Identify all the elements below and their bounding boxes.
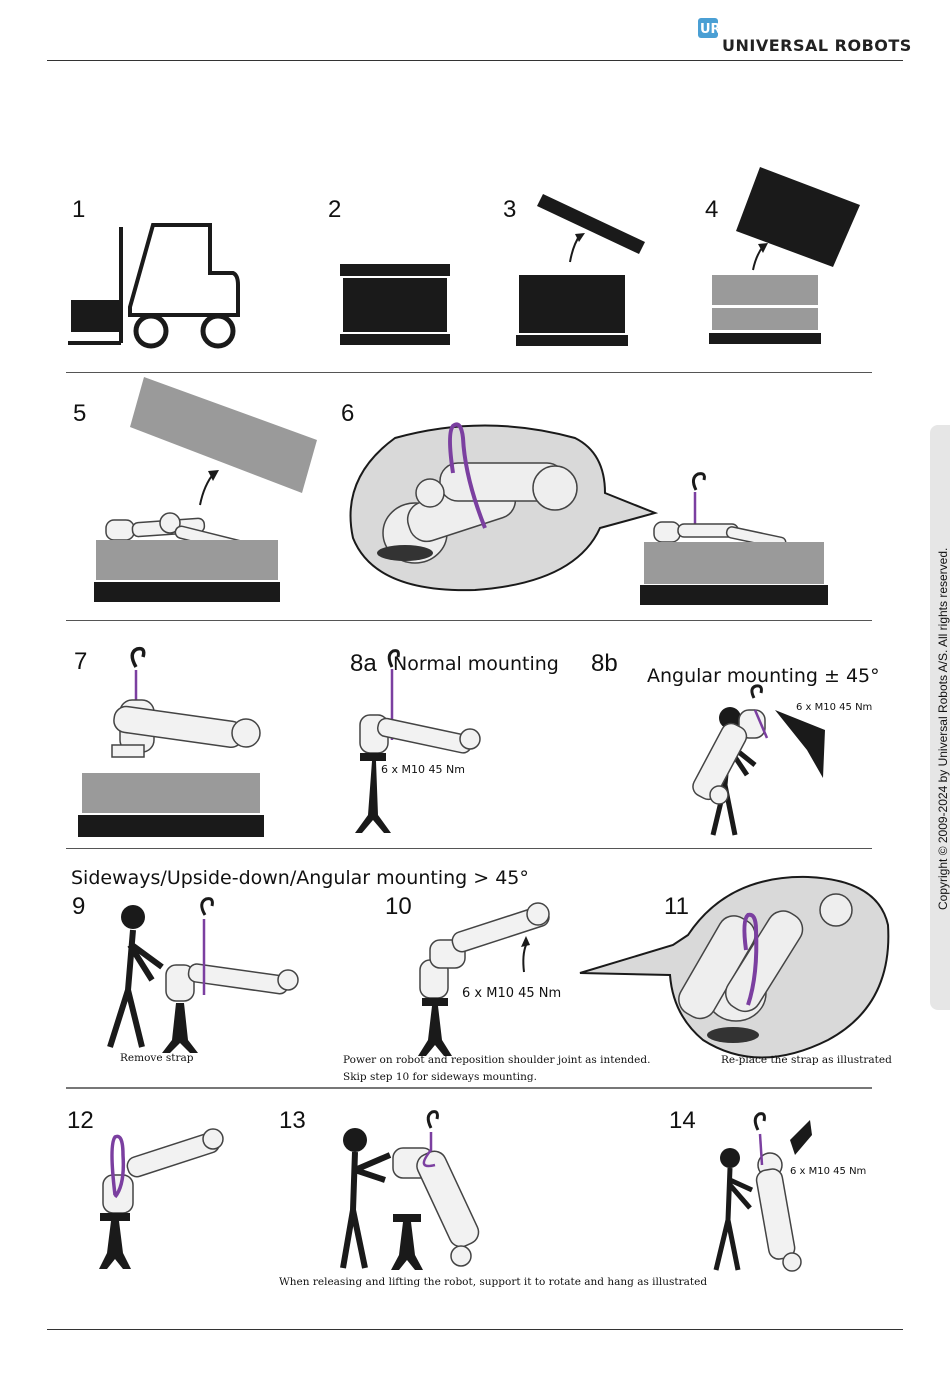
release-lift-robot-illustration xyxy=(340,1110,480,1270)
closed-box-illustration xyxy=(340,264,450,345)
row-separator xyxy=(66,1087,872,1089)
strap-callout-illustration xyxy=(349,422,659,592)
caption-remove-strap: Remove strap xyxy=(120,1052,194,1064)
remove-strap-illustration xyxy=(107,897,299,1053)
replace-strap-callout-illustration xyxy=(579,875,890,1059)
step-number-1: 1 xyxy=(72,196,86,223)
step-number-13: 13 xyxy=(279,1107,306,1134)
step-number-14: 14 xyxy=(669,1107,696,1134)
normal-mounting-heading: Normal mounting xyxy=(393,653,559,675)
angular-mounting-heading: Angular mounting ± 45° xyxy=(647,665,880,687)
torque-label-8a: 6 x M10 45 Nm xyxy=(381,763,465,776)
torque-label-10: 6 x M10 45 Nm xyxy=(462,986,562,1001)
forklift-illustration xyxy=(68,223,240,349)
step-number-3: 3 xyxy=(503,196,517,223)
hanging-mount-illustration xyxy=(713,1112,812,1272)
angular-mounting-illustration xyxy=(692,684,825,836)
caption-release-lift: When releasing and lifting the robot, su… xyxy=(279,1276,708,1288)
step-number-10: 10 xyxy=(385,893,412,920)
sideways-mounting-heading: Sideways/Upside-down/Angular mounting > … xyxy=(71,867,529,889)
step-number-8b: 8b xyxy=(591,650,618,677)
caption-replace-strap: Re-place the strap as illustrated xyxy=(721,1054,892,1066)
row-separator xyxy=(66,372,872,373)
remove-lid-illustration xyxy=(516,194,645,346)
svg-text:UR: UR xyxy=(700,22,721,37)
step-number-7: 7 xyxy=(74,648,88,675)
copyright-text: Copyright © 2009-2024 by Universal Robot… xyxy=(936,547,950,910)
torque-label-8b: 6 x M10 45 Nm xyxy=(796,702,873,713)
step-number-5: 5 xyxy=(73,400,87,427)
remove-frame-illustration xyxy=(709,167,860,344)
torque-label-14: 6 x M10 45 Nm xyxy=(790,1166,867,1177)
lift-robot-off-box-illustration xyxy=(78,646,264,837)
normal-mounting-illustration xyxy=(355,649,481,833)
footer-rule xyxy=(47,1329,903,1330)
step-number-8a: 8a xyxy=(350,650,377,677)
step-number-11: 11 xyxy=(664,893,689,920)
step-number-9: 9 xyxy=(72,893,86,920)
caption-power-on: Power on robot and reposition shoulder j… xyxy=(343,1054,651,1066)
ur-logo-icon: UR xyxy=(698,18,721,38)
step-number-6: 6 xyxy=(341,400,355,427)
side-tab xyxy=(930,425,950,1010)
step-number-2: 2 xyxy=(328,196,342,223)
header-rule xyxy=(47,60,903,61)
open-box-robot-illustration xyxy=(94,377,317,602)
row-separator xyxy=(66,848,872,849)
strap-vertical-illustration xyxy=(99,1128,224,1269)
brand-name: UNIVERSAL ROBOTS xyxy=(722,36,912,55)
row-separator xyxy=(66,620,872,621)
step-number-4: 4 xyxy=(705,196,719,223)
caption-skip-step: Skip step 10 for sideways mounting. xyxy=(343,1071,537,1083)
reposition-shoulder-illustration xyxy=(418,902,550,1056)
lift-robot-box-illustration xyxy=(640,472,828,605)
step-number-12: 12 xyxy=(67,1107,94,1134)
